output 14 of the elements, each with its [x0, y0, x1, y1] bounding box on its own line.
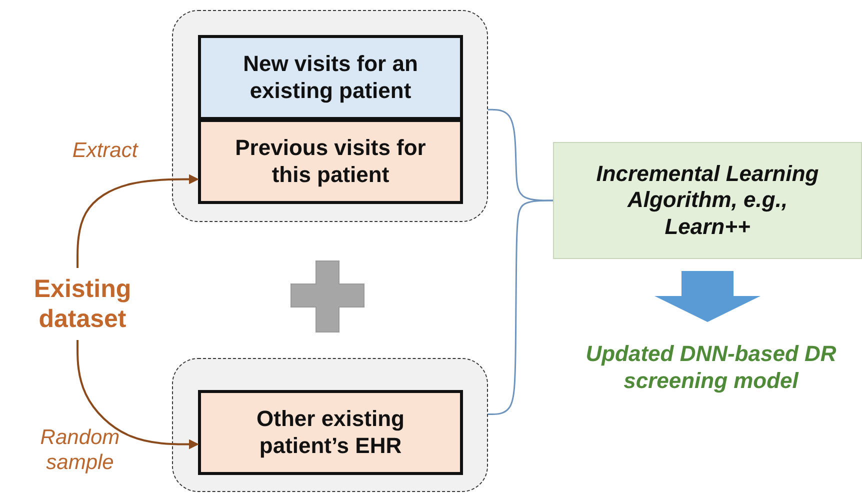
edge-label: Extract: [71, 138, 140, 164]
process-box: Other existing patient’s EHR: [198, 390, 463, 475]
edge-label: Random sample: [39, 425, 121, 476]
process-box: Previous visits for this patient: [198, 119, 463, 204]
process-box: New visits for an existing patient: [198, 35, 463, 120]
group-panel: [172, 10, 488, 222]
arrow: [76, 174, 199, 268]
group-panel: [172, 358, 488, 492]
node-text: Updated DNN-based DR screening model: [584, 341, 838, 394]
process-box: Incremental Learning Algorithm, e.g., Learn++: [553, 142, 862, 259]
block-arrow: [654, 271, 760, 322]
curly-brace: [488, 200, 553, 416]
node-text: Existing dataset: [32, 274, 132, 334]
arrow: [76, 340, 199, 450]
